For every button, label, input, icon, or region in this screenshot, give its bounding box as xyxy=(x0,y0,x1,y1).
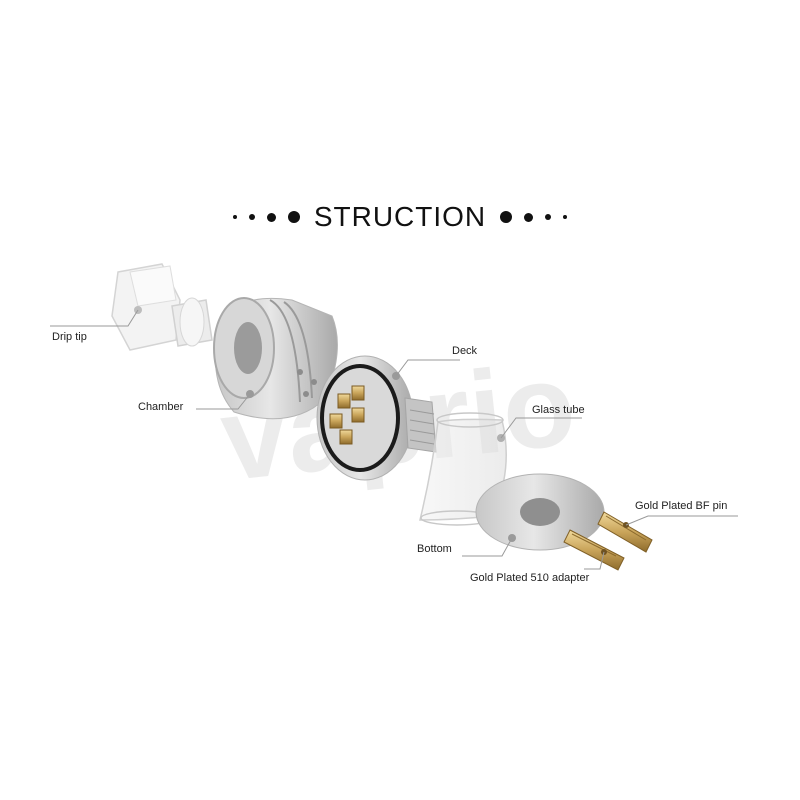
deck-label: Deck xyxy=(452,345,478,357)
glass-tube-leader xyxy=(500,417,582,439)
bf-pin-label: Gold Plated BF pin xyxy=(635,500,728,512)
bf-pin-part xyxy=(597,511,653,553)
drip-tip-part xyxy=(111,263,213,351)
glass-tube-label: Glass tube xyxy=(532,404,585,416)
bottom-label: Bottom xyxy=(417,543,452,555)
adapter-leader xyxy=(584,551,605,570)
decorative-dots-right xyxy=(500,211,568,223)
dot-icon xyxy=(524,212,534,222)
dot-icon xyxy=(545,214,552,220)
adapter-part xyxy=(563,529,625,571)
drip-tip-label: Drip tip xyxy=(52,331,87,343)
chamber-part xyxy=(213,297,338,420)
section-header: STRUCTION xyxy=(0,196,800,238)
decorative-dots-left xyxy=(232,211,300,223)
dot-icon xyxy=(287,211,300,223)
page-title: STRUCTION xyxy=(313,201,487,232)
deck-part xyxy=(316,355,437,481)
bottom-leader xyxy=(462,537,513,557)
dot-icon xyxy=(232,215,237,219)
chamber-leader xyxy=(196,393,251,410)
dot-icon xyxy=(563,215,568,219)
leader-lines xyxy=(50,309,738,570)
dot-icon xyxy=(500,211,513,223)
chamber-label: Chamber xyxy=(138,401,184,413)
drip-tip-leader xyxy=(50,309,139,327)
dot-icon xyxy=(248,214,255,220)
dot-icon xyxy=(266,212,276,222)
bf-pin-leader xyxy=(625,515,738,526)
adapter-label: Gold Plated 510 adapter xyxy=(470,572,590,584)
deck-leader xyxy=(395,359,460,377)
